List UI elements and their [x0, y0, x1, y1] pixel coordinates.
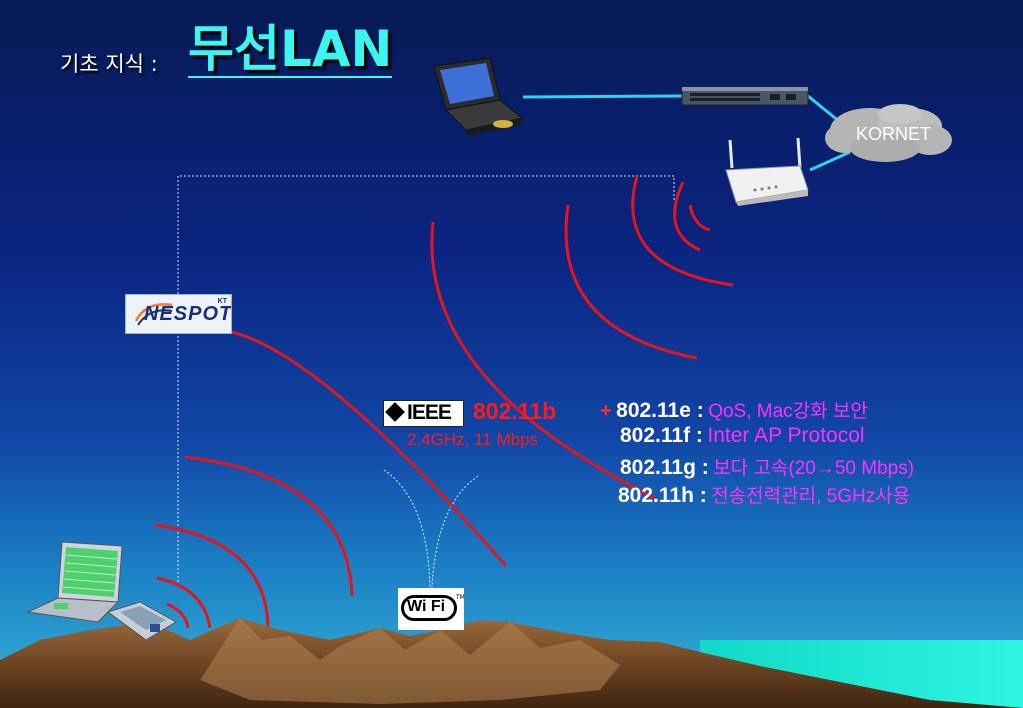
nespot-logo-text: NESPOT [144, 303, 232, 325]
router-waves [564, 175, 734, 360]
nespot-swoosh-icon [134, 303, 173, 326]
link-switch-cloud [807, 94, 841, 124]
link-pc-switch [522, 94, 683, 99]
network-switch-icon [681, 86, 809, 106]
router-wave-2 [673, 181, 701, 252]
ieee-diamond-icon [385, 402, 405, 422]
client-wave-3 [154, 523, 270, 627]
kornet-label: KORNET [856, 124, 932, 144]
middle-wave-1 [430, 221, 656, 500]
client-laptop-icon [26, 541, 123, 623]
extension-code: 802.11h : [618, 484, 707, 507]
nespot-logo: NESPOT KT [125, 294, 232, 334]
extension-desc: Inter AP Protocol [707, 424, 865, 447]
client-wave-2 [156, 576, 212, 629]
extension-desc: 보다 고속(20→50 Mbps) [713, 458, 915, 479]
middle-wave-2 [219, 328, 508, 567]
wifi-pill [401, 595, 457, 621]
extension-plus: + [600, 400, 612, 422]
standard-spec: 2.4GHz, 11 Mbps [407, 430, 539, 449]
router-wave-4 [564, 204, 698, 360]
extension-code: 802.11g : [620, 456, 709, 479]
extension-row-h: 802.11h : 전송전력관리, 5GHz사용 [618, 481, 910, 508]
router-wave-3 [631, 175, 734, 287]
page-title: 무선LAN [188, 20, 393, 78]
desktop-laptop-icon [433, 57, 524, 136]
extension-desc: QoS, Mac강화 보안 [708, 401, 868, 422]
extension-row-g: 802.11g : 보다 고속(20→50 Mbps) [620, 453, 914, 480]
pcmcia-card-icon [106, 601, 177, 641]
client-waves [154, 455, 354, 629]
standard-name: 802.11b [473, 398, 557, 424]
title-prefix: 기초 지식 : [60, 52, 158, 76]
middle-waves [219, 221, 656, 567]
wifi-logo-tm: TM [456, 594, 464, 601]
extension-row-f: 802.11f : Inter AP Protocol [620, 424, 865, 448]
extension-code: 802.11f : [620, 424, 703, 447]
dotted-link [177, 175, 675, 295]
nespot-logo-kt: KT [217, 298, 227, 305]
client-wave-1 [166, 602, 190, 629]
wireless-router-icon [725, 137, 809, 206]
ieee-logo: IEEE [383, 400, 464, 427]
wifi-arc-left [383, 469, 431, 589]
client-wave-4 [184, 455, 354, 597]
extension-code: 802.11e : [616, 399, 704, 422]
kornet-cloud-icon [825, 104, 952, 162]
link-router-cloud [809, 150, 851, 172]
router-wave-1 [688, 204, 711, 232]
extension-desc: 전송전력관리, 5GHz사용 [711, 486, 911, 507]
extension-row-e: + 802.11e : QoS, Mac강화 보안 [600, 396, 868, 423]
mountain-ridge [200, 618, 620, 704]
wifi-logo: Wi Fi TM [398, 588, 464, 630]
wifi-logo-text: Wi Fi [407, 598, 446, 615]
ieee-logo-text: IEEE [407, 401, 452, 424]
